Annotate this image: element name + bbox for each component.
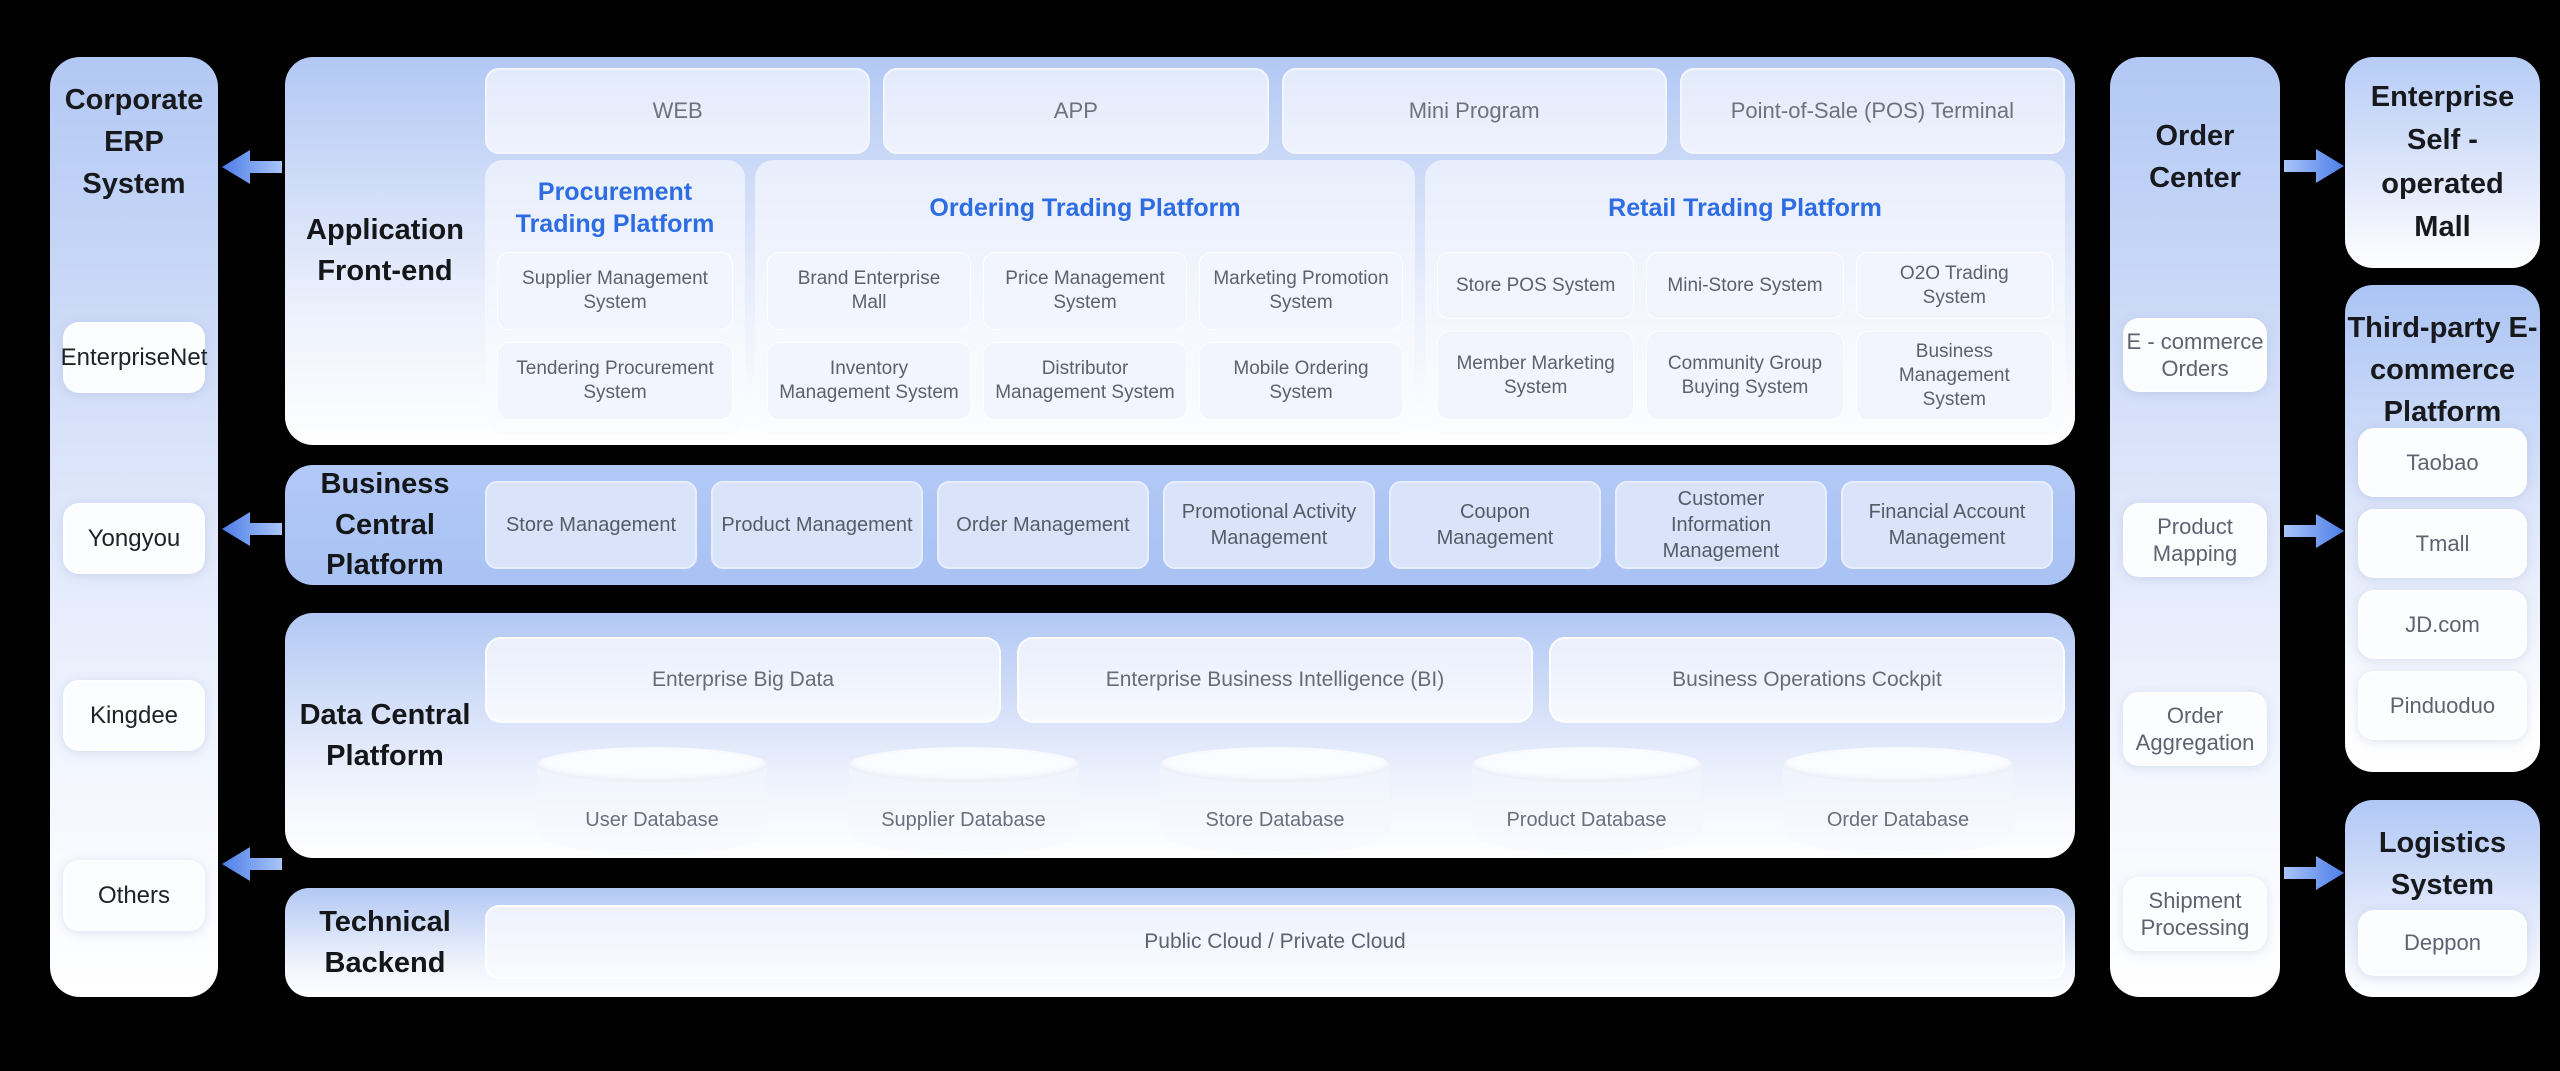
item-inventory-management-system: Inventory Management System <box>767 342 971 420</box>
item-marketing-promotion-system: Marketing Promotion System <box>1199 252 1403 330</box>
channel-mini-program: Mini Program <box>1281 68 1667 154</box>
data-central-label: Data Central Platform <box>299 698 471 772</box>
ordering-items: Brand Enterprise Mall Price Management S… <box>755 252 1415 434</box>
channel-web: WEB <box>485 68 871 154</box>
retail-items: Store POS System Mini-Store System O2O T… <box>1425 252 2065 434</box>
arrow-left-icon <box>222 150 282 184</box>
item-enterprise-big-data: Enterprise Big Data <box>485 637 1001 723</box>
database-row: User Database Supplier Database Store Da… <box>485 747 2065 855</box>
database-cylinder-product: Product Database <box>1471 747 1702 855</box>
item-distributor-management-system: Distributor Management System <box>983 342 1187 420</box>
technical-backend-content: Public Cloud / Private Cloud <box>485 888 2075 997</box>
retail-trading-platform: Retail Trading Platform Store POS System… <box>1425 160 2065 434</box>
logistics-system-panel: Logistics System Deppon <box>2345 800 2540 997</box>
item-brand-enterprise-mall: Brand Enterprise Mall <box>767 252 971 330</box>
third-party-item-pinduoduo: Pinduoduo <box>2358 671 2527 740</box>
item-financial-account-management: Financial Account Management <box>1841 481 2053 569</box>
enterprise-self-operated-mall: Enterprise Self - operated Mall <box>2345 57 2540 268</box>
logistics-title: Logistics System <box>2378 827 2507 902</box>
arrow-right-icon <box>2284 514 2344 548</box>
database-cylinder-user: User Database <box>537 747 767 855</box>
third-party-item-taobao: Taobao <box>2358 428 2527 497</box>
arrow-left-icon <box>222 512 282 546</box>
ordering-trading-platform: Ordering Trading Platform Brand Enterpri… <box>755 160 1415 434</box>
order-item-shipment-processing: Shipment Processing <box>2123 877 2267 951</box>
erp-item-yongyou: Yongyou <box>63 503 205 574</box>
cylinder-top <box>848 747 1079 782</box>
item-product-management: Product Management <box>711 481 923 569</box>
application-frontend-label: Application Front-end <box>306 214 464 287</box>
third-party-ecommerce-panel: Third-party E-commerce Platform Taobao T… <box>2345 285 2540 772</box>
item-supplier-management-system: Supplier Management System <box>497 252 733 330</box>
database-cylinder-supplier: Supplier Database <box>848 747 1079 855</box>
item-price-management-system: Price Management System <box>983 252 1187 330</box>
business-central-content: Store Management Product Management Orde… <box>485 465 2075 585</box>
item-business-operations-cockpit: Business Operations Cockpit <box>1549 637 2065 723</box>
database-cylinder-order: Order Database <box>1783 747 2013 855</box>
item-mobile-ordering-system: Mobile Ordering System <box>1199 342 1403 420</box>
cylinder-top <box>1160 747 1390 782</box>
order-item-product-mapping: Product Mapping <box>2123 503 2267 577</box>
database-label: Supplier Database <box>881 808 1046 831</box>
item-store-management: Store Management <box>485 481 697 569</box>
application-frontend-content: WEB APP Mini Program Point-of-Sale (POS)… <box>485 57 2075 445</box>
item-coupon-management: Coupon Management <box>1389 481 1601 569</box>
database-cylinder-store: Store Database <box>1160 747 1390 855</box>
order-item-ecommerce-orders: E - commerce Orders <box>2123 318 2267 392</box>
application-frontend-panel: Application Front-end WEB APP Mini Progr… <box>285 57 2075 445</box>
third-party-item-jdcom: JD.com <box>2358 590 2527 659</box>
channel-pos-terminal: Point-of-Sale (POS) Terminal <box>1679 68 2065 154</box>
erp-item-enterprisenet: EnterpriseNet <box>61 322 207 393</box>
arrow-right-icon <box>2284 149 2344 183</box>
cylinder-top <box>1471 747 1702 782</box>
channel-app: APP <box>883 68 1269 154</box>
order-item-order-aggregation: Order Aggregation <box>2123 692 2267 766</box>
technical-backend-panel: Technical Backend Public Cloud / Private… <box>285 888 2075 997</box>
procurement-trading-platform-title: Procurement Trading Platform <box>515 177 715 239</box>
channel-row: WEB APP Mini Program Point-of-Sale (POS)… <box>485 68 2065 154</box>
order-center-panel: Order Center E - commerce Orders Product… <box>2110 57 2280 997</box>
ordering-trading-platform-title: Ordering Trading Platform <box>929 193 1241 222</box>
item-tendering-procurement-system: Tendering Procurement System <box>497 342 733 420</box>
order-center-title: Order Center <box>2149 120 2241 195</box>
arrow-left-icon <box>222 847 282 881</box>
item-customer-information-management: Customer Information Management <box>1615 481 1827 569</box>
corporate-erp-title: Corporate ERP System <box>64 84 204 201</box>
item-community-group-buying-system: Community Group Buying System <box>1646 331 1844 420</box>
database-label: User Database <box>585 808 719 831</box>
arrow-right-icon <box>2284 856 2344 890</box>
business-central-label: Business Central Platform <box>320 468 450 582</box>
database-label: Order Database <box>1826 808 1970 831</box>
database-label: Store Database <box>1205 808 1345 831</box>
cylinder-top <box>1783 747 2013 782</box>
item-order-management: Order Management <box>937 481 1149 569</box>
item-enterprise-bi: Enterprise Business Intelligence (BI) <box>1017 637 1533 723</box>
business-central-panel: Business Central Platform Store Manageme… <box>285 465 2075 585</box>
cylinder-top <box>537 747 767 782</box>
third-party-item-tmall: Tmall <box>2358 509 2527 578</box>
logistics-item-deppon: Deppon <box>2358 910 2527 976</box>
procurement-trading-platform: Procurement Trading Platform Supplier Ma… <box>485 160 745 434</box>
item-store-pos-system: Store POS System <box>1437 252 1635 320</box>
item-mini-store-system: Mini-Store System <box>1646 252 1844 320</box>
business-central-items: Store Management Product Management Orde… <box>485 465 2065 585</box>
procurement-items: Supplier Management System Tendering Pro… <box>485 252 745 434</box>
item-promotional-activity-management: Promotional Activity Management <box>1163 481 1375 569</box>
technical-backend-label: Technical Backend <box>319 905 451 979</box>
item-member-marketing-system: Member Marketing System <box>1437 331 1635 420</box>
data-central-panel: Data Central Platform Enterprise Big Dat… <box>285 613 2075 858</box>
item-business-management-system: Business Management System <box>1855 331 2053 420</box>
data-central-content: Enterprise Big Data Enterprise Business … <box>485 613 2075 858</box>
data-apps-row: Enterprise Big Data Enterprise Business … <box>485 637 2065 723</box>
erp-item-others: Others <box>63 860 205 931</box>
erp-item-kingdee: Kingdee <box>63 680 205 751</box>
platforms-row: Procurement Trading Platform Supplier Ma… <box>485 160 2065 434</box>
retail-trading-platform-title: Retail Trading Platform <box>1608 193 1882 222</box>
item-public-private-cloud: Public Cloud / Private Cloud <box>485 905 2065 979</box>
corporate-erp-panel: Corporate ERP System EnterpriseNet Yongy… <box>50 57 218 997</box>
item-o2o-trading-system: O2O Trading System <box>1855 252 2053 320</box>
database-label: Product Database <box>1506 808 1667 831</box>
third-party-title: Third-party E-commerce Platform <box>2347 312 2538 429</box>
